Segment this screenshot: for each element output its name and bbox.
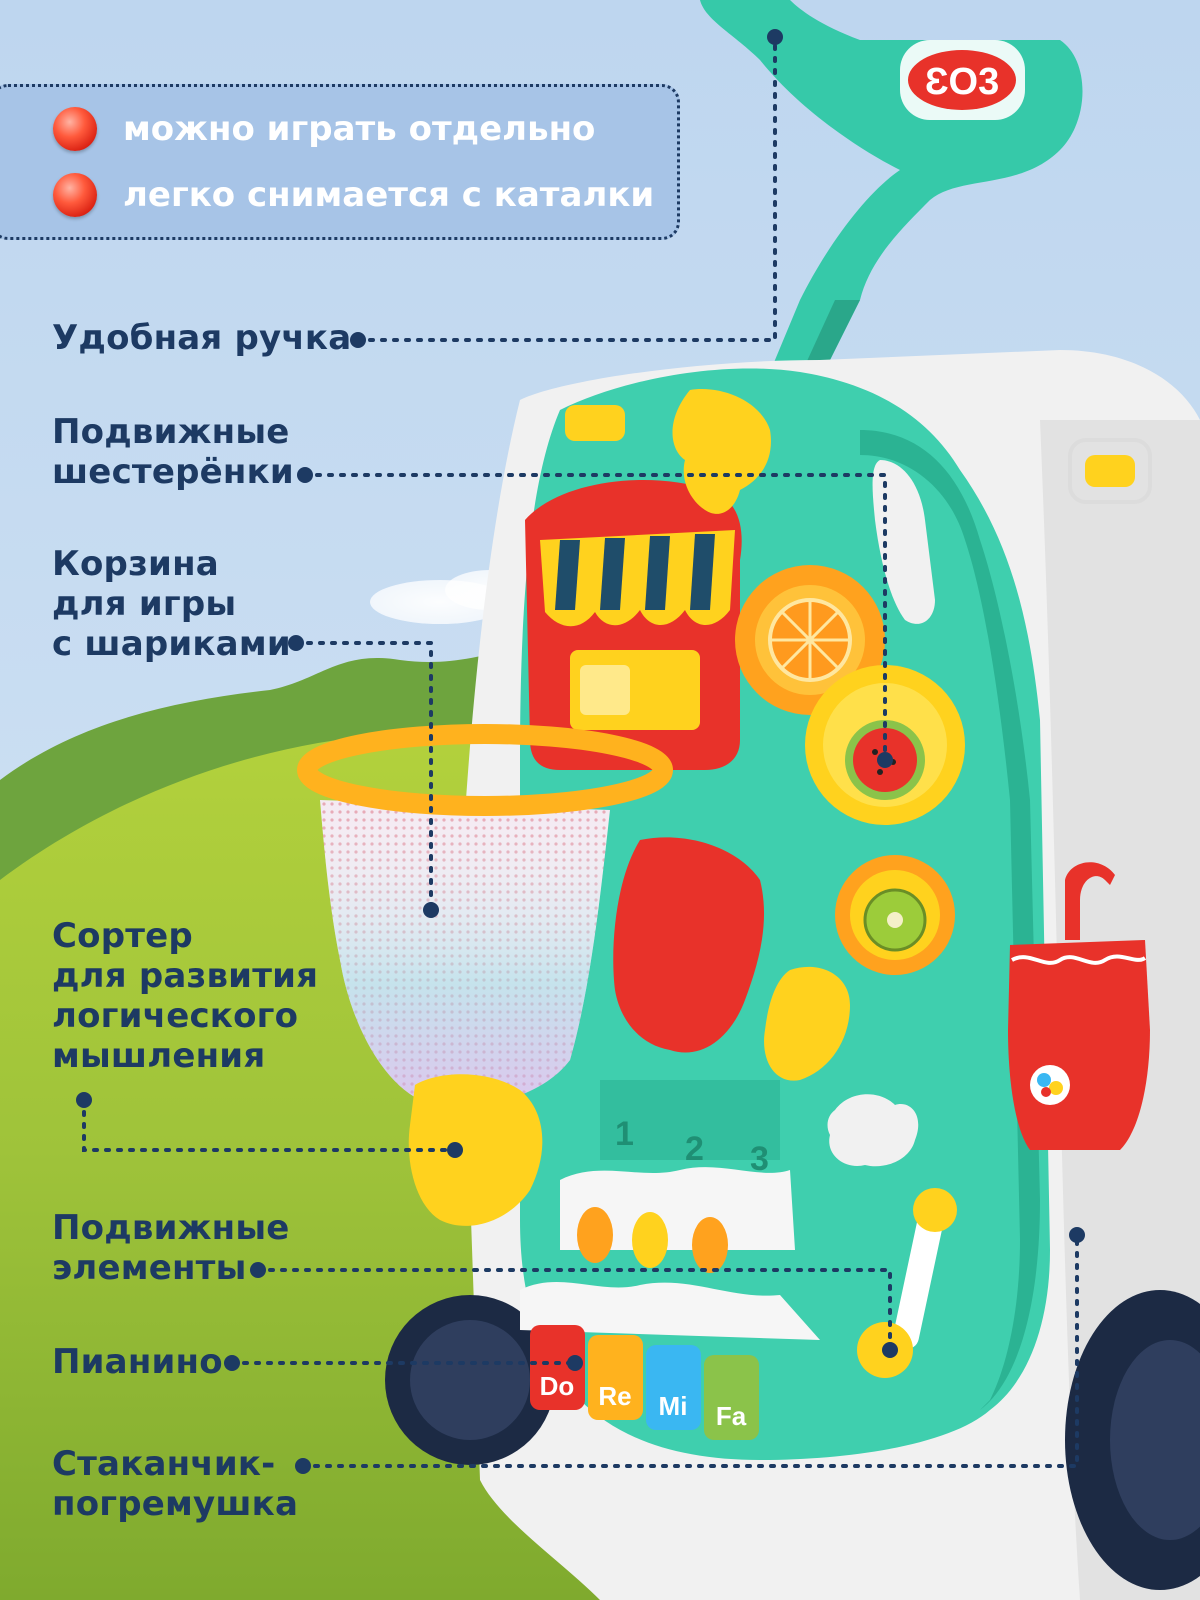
leader-dot <box>447 1142 463 1158</box>
leader-dot <box>882 1342 898 1358</box>
basket-net-shade <box>320 800 610 1106</box>
info-box: можно играть отдельно легко снимается с … <box>0 84 680 240</box>
moving-element <box>632 1212 668 1268</box>
awning-stripe <box>555 540 580 610</box>
moving-element <box>577 1207 613 1263</box>
yellow-backboard <box>408 1074 543 1226</box>
gear-kiwi <box>835 855 955 975</box>
leader-dot <box>567 1355 583 1371</box>
top-slot <box>565 405 625 441</box>
callout-gears: Подвижные шестерёнки <box>52 412 294 492</box>
handle-badge-text: ƐO3 <box>925 61 1000 103</box>
leader-dots <box>76 29 1085 1474</box>
piano-key-mi-label: Mi <box>659 1391 688 1421</box>
number-3: 3 <box>750 1140 769 1178</box>
callout-piano: Пианино <box>52 1342 223 1382</box>
rattle-cup <box>1008 940 1150 1150</box>
number-pegs <box>600 1080 780 1160</box>
leader-basket <box>294 641 433 912</box>
leader-dot <box>76 1092 92 1108</box>
red-bullet-icon <box>53 107 97 151</box>
rattle-knob <box>913 1188 957 1232</box>
handle-badge <box>908 50 1016 110</box>
number-1: 1 <box>615 1115 634 1153</box>
gear-orange <box>735 565 885 715</box>
callout-moving-elements: Подвижные элементы <box>52 1208 290 1288</box>
leader-dot <box>1069 1227 1085 1243</box>
awning-stripe <box>690 534 715 610</box>
red-bullet-icon <box>53 173 97 217</box>
leader-lines <box>82 35 1079 1468</box>
callout-handle: Удобная ручка <box>52 318 352 358</box>
sorter-yellow-shape <box>764 966 850 1081</box>
leader-moving <box>256 1268 892 1352</box>
info-item: легко снимается с каталки <box>53 165 654 225</box>
piano-key-fa <box>704 1355 759 1440</box>
rattle-stick <box>892 1211 944 1349</box>
rattle-cup-straw <box>1065 862 1115 940</box>
number-2: 2 <box>685 1130 704 1168</box>
awning-stripe <box>600 538 625 610</box>
basket-hoop <box>297 724 673 816</box>
piano: Do Re Mi Fa <box>530 1325 759 1440</box>
leader-dot <box>224 1355 240 1371</box>
callout-sorter: Сортер для развития логического мышления <box>52 916 319 1076</box>
leader-gears <box>303 473 887 762</box>
leader-dot <box>295 1458 311 1474</box>
awning-stripe <box>645 536 670 610</box>
leader-dot <box>288 635 304 651</box>
shop-awning <box>540 530 735 627</box>
info-item: можно играть отдельно <box>53 99 595 159</box>
panel-frame <box>860 430 1040 1410</box>
shop-window-inner <box>580 665 630 715</box>
leader-dot <box>767 29 783 45</box>
piano-key-do-label: Do <box>540 1371 575 1401</box>
leader-sorter <box>82 1098 457 1152</box>
leader-dot <box>250 1262 266 1278</box>
sorter-red-shape <box>613 837 765 1053</box>
piano-key-re <box>588 1335 643 1420</box>
leader-rattle <box>301 1233 1079 1468</box>
rattle-cup-wave <box>1011 954 1147 965</box>
side-slot-bg <box>1068 438 1152 504</box>
piano-key-do <box>530 1325 585 1410</box>
wheel-right-hub <box>1110 1340 1200 1540</box>
leader-dot <box>350 332 366 348</box>
sorter-white-cloud <box>827 1094 919 1167</box>
callout-basket: Корзина для игры с шариками <box>52 544 291 664</box>
leader-dot <box>877 752 893 768</box>
white-wave-lower <box>520 1281 820 1340</box>
moving-element <box>692 1217 728 1273</box>
piano-key-mi <box>646 1345 701 1430</box>
yellow-figure <box>672 389 771 514</box>
piano-key-re-label: Re <box>598 1381 631 1411</box>
info-item-text: можно играть отдельно <box>123 109 596 149</box>
leader-dot <box>423 902 439 918</box>
callout-rattle-cup: Стаканчик- погремушка <box>52 1444 299 1524</box>
leader-dot <box>297 467 313 483</box>
piano-key-fa-label: Fa <box>716 1401 747 1431</box>
white-wave <box>560 1167 795 1250</box>
wheel-left-hub <box>410 1320 530 1440</box>
side-slot <box>1085 455 1135 487</box>
info-item-text: легко снимается с каталки <box>123 175 655 215</box>
panel-grip-hole <box>872 460 935 624</box>
